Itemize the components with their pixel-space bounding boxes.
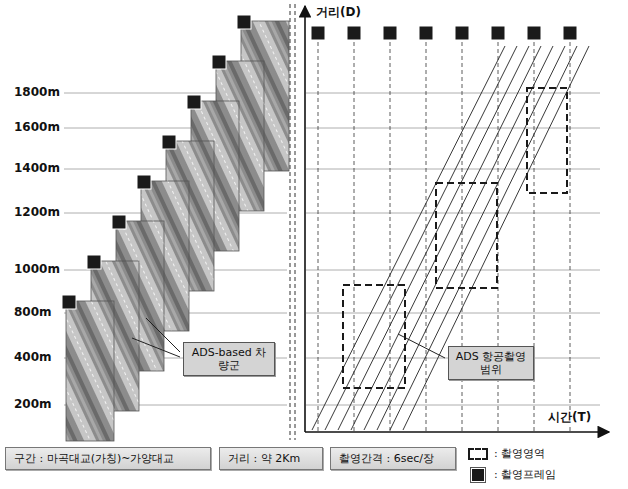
leader-line: [146, 318, 180, 352]
axis-tick-label: 800m: [14, 305, 52, 319]
vehicle-trajectory: [338, 46, 529, 430]
box-text: ADS 항공촬영범위: [454, 350, 528, 376]
panel-divider: [290, 4, 291, 440]
label-holder: 800m: [14, 305, 52, 319]
frame-marker: [162, 135, 176, 149]
label-holder: 400m: [14, 350, 52, 364]
frame-marker: [112, 215, 126, 229]
frame-marker: [527, 26, 541, 40]
grid-line: [306, 313, 600, 314]
label-holder: 1600m: [14, 120, 60, 134]
axis: [305, 431, 609, 433]
frame-marker: [311, 26, 325, 40]
capture-area: [527, 88, 567, 193]
axis-title: 거리(D): [314, 5, 363, 19]
label-holder: 1800m: [14, 85, 60, 99]
frame-marker: [419, 26, 433, 40]
grid-line: [306, 270, 600, 271]
capture-area: [343, 88, 567, 388]
axis: [305, 6, 609, 432]
frame-marker: [455, 26, 469, 40]
frame-marker: [491, 26, 505, 40]
label-holder: 시간(T): [546, 409, 593, 426]
legend-text: : 촬영영역: [494, 446, 545, 461]
frame-marker: [187, 95, 201, 109]
aerial-photo-tile: [66, 21, 289, 441]
axis-tick-label: 1000m: [14, 262, 60, 276]
legend-swatch: [471, 468, 485, 482]
vehicle-trajectory: [364, 46, 553, 430]
frame-time-line: [318, 42, 319, 431]
info-box: 촬영간격 : 6sec/장: [330, 447, 456, 470]
axis-tick-label: 1400m: [14, 161, 60, 175]
box-text: 촬영간격 : 6sec/장: [339, 452, 447, 465]
vehicle-trajectory: [403, 46, 589, 430]
frame-time-line: [318, 42, 570, 431]
axis-tick-label: 1800m: [14, 85, 60, 99]
legend-item: : 촬영영역: [468, 446, 545, 461]
axis-tick-label: 1600m: [14, 120, 60, 134]
box-text: 구간 : 마곡대교(가칭)~가양대교: [14, 452, 202, 465]
label-holder: 1200m: [14, 205, 60, 219]
frame-marker: [212, 55, 226, 69]
grid-line: [64, 93, 600, 405]
aerial-photo-tile: [66, 301, 114, 441]
vehicle-trajectory: [390, 46, 577, 430]
callout-box: ADS-based 차량군: [183, 342, 275, 376]
panel-divider: [295, 4, 296, 440]
info-box: 구간 : 마곡대교(가칭)~가양대교: [5, 447, 211, 470]
vehicle-trajectory: [312, 46, 589, 430]
capture-area: [343, 285, 405, 388]
label-holder: 200m: [14, 397, 52, 411]
grid-line: [306, 128, 600, 129]
label-holder: 1400m: [14, 161, 60, 175]
vehicle-trajectory: [351, 46, 541, 430]
capture-area: [436, 183, 497, 288]
frame-marker: [383, 26, 397, 40]
frame-time-line: [390, 42, 391, 431]
grid-line: [306, 213, 600, 214]
legend-dashed-sample: [468, 448, 488, 460]
box-text: 거리 : 약 2Km: [228, 452, 314, 465]
box-text: ADS-based 차량군: [189, 346, 269, 372]
panel-divider: [290, 4, 295, 440]
frame-marker: [62, 295, 76, 309]
frame-marker: [563, 26, 577, 40]
frame-marker: [237, 15, 251, 29]
leader-line: [132, 338, 180, 357]
label-holder: 거리(D): [314, 4, 363, 21]
info-box: 거리 : 약 2Km: [219, 447, 323, 470]
frame-time-line: [426, 42, 427, 431]
grid-line: [306, 169, 600, 170]
axis-title: 시간(T): [546, 410, 593, 424]
leader-line: [132, 318, 445, 358]
axis-tick-label: 200m: [14, 397, 52, 411]
axis-tick-label: 1200m: [14, 205, 60, 219]
frame-marker: [87, 255, 101, 269]
legend-item: : 촬영프레임: [468, 467, 556, 482]
grid-line: [306, 93, 600, 94]
axis: [304, 6, 306, 432]
frame-marker: [347, 26, 361, 40]
frame-time-line: [570, 42, 571, 431]
label-holder: 1000m: [14, 262, 60, 276]
frame-marker: [62, 15, 251, 309]
frame-marker: [311, 26, 577, 40]
axis-tick-label: 400m: [14, 350, 52, 364]
frame-marker: [137, 175, 151, 189]
callout-box: ADS 항공촬영범위: [448, 346, 534, 380]
legend-text: : 촬영프레임: [494, 467, 556, 482]
